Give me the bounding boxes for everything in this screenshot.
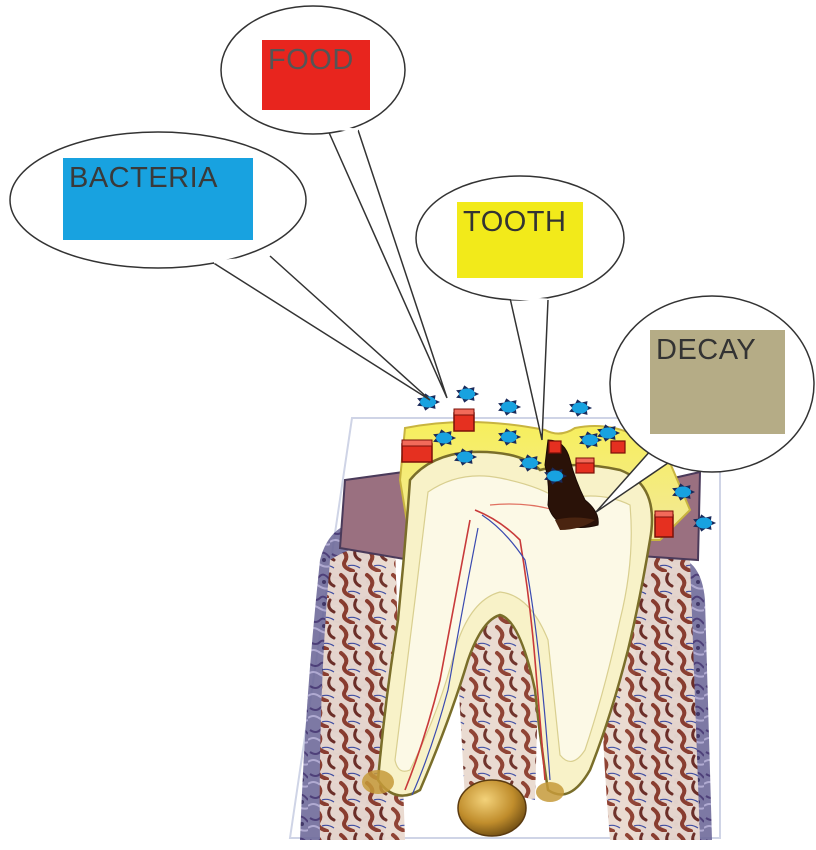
decay-label: DECAY <box>650 330 785 434</box>
food-particle <box>576 458 594 473</box>
food-particle <box>549 441 561 453</box>
bacterium <box>498 398 521 415</box>
bacteria-label: BACTERIA <box>63 158 253 240</box>
food-particle <box>655 511 673 537</box>
bacterium <box>456 385 479 402</box>
bacterium <box>569 399 592 416</box>
bacterium <box>417 393 440 410</box>
food-particle <box>611 441 625 453</box>
tooth-label: TOOTH <box>457 202 583 278</box>
food-particle <box>454 409 474 431</box>
food-label: FOOD <box>262 40 370 110</box>
food-particle <box>402 440 432 462</box>
